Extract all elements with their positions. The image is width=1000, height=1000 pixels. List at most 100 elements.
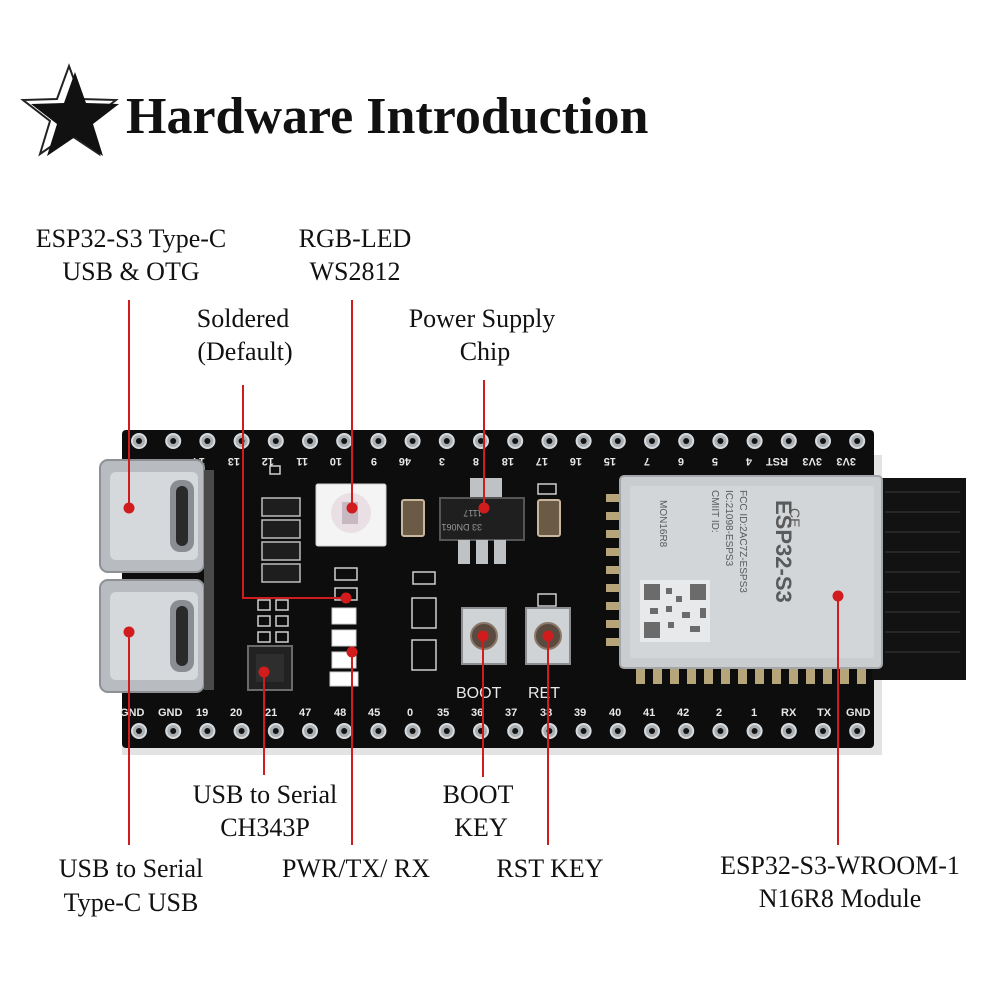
pin-hole-center [854, 728, 861, 734]
callout-pwr-tx-rx: PWR/TX/ RX [282, 854, 430, 883]
pin-label: 10 [330, 455, 342, 467]
pin-hole-center [272, 438, 279, 444]
esp32-s3-module: ESP32-S3 FCC ID:2AC7Z-ESPS3 IC:21098-ESP… [619, 475, 883, 669]
rgb-led-ws2812 [315, 483, 387, 547]
star-icon [20, 63, 119, 157]
pin-label: 20 [230, 707, 242, 719]
pin-hole-center [683, 438, 690, 444]
callout-esp-typec: ESP32-S3 Type-C USB & OTG [36, 224, 227, 286]
pin-label: 41 [643, 707, 655, 719]
bottom-pin-labels: GND GND 19 20 21 47 48 45 0 35 36 37 38 … [120, 707, 871, 719]
pin-hole-center [478, 438, 484, 444]
qr-code [640, 580, 710, 642]
pin-hole-center [341, 728, 348, 734]
pin-label: 46 [399, 455, 411, 467]
callout-label: USB to Serial [59, 854, 203, 883]
module-pad [606, 548, 622, 556]
ldo-marking: 1117 [463, 508, 482, 518]
module-model: MON16R8 [657, 500, 668, 548]
pin-hole-center [580, 438, 587, 444]
module-pad [823, 664, 832, 684]
pin-label: RST [766, 455, 788, 467]
callout-label: WS2812 [310, 257, 401, 286]
pin-label: 40 [609, 707, 621, 719]
module-pad [721, 664, 730, 684]
pin-label: 38 [540, 707, 552, 719]
callout-label: ESP32-S3-WROOM-1 [720, 851, 960, 880]
top-pin-labels: 14 13 12 11 10 9 46 3 8 18 17 16 15 7 6 … [192, 455, 856, 467]
pin-hole-center [785, 438, 792, 444]
pin-hole-center [683, 728, 690, 734]
module-pad [653, 664, 662, 684]
pin-hole-center [409, 728, 416, 734]
pin-label: RX [781, 707, 797, 719]
callout-soldered: Soldered (Default) [197, 304, 293, 366]
pin-label: 3 [439, 455, 445, 467]
callout-label: BOOT [443, 780, 514, 809]
pin-label: 37 [505, 707, 517, 719]
callout-dots [123, 502, 844, 678]
module-pad [789, 664, 798, 684]
pin-label: 42 [677, 707, 689, 719]
pin-label: 11 [296, 455, 308, 467]
usb-c-port-otg [99, 459, 205, 573]
diode-array [261, 497, 301, 583]
callout-label: PWR/TX/ RX [282, 854, 430, 883]
module-pad [606, 602, 622, 610]
ce-mark: CE [787, 508, 803, 527]
callout-label: ESP32-S3 Type-C [36, 224, 227, 253]
callout-lines [128, 300, 839, 845]
pin-hole-center [649, 438, 655, 444]
pin-label: 17 [536, 455, 548, 467]
pin-hole-center [649, 728, 655, 734]
pin-hole-center [751, 438, 758, 444]
pin-hole-center [341, 438, 348, 444]
pin-hole-center [375, 728, 382, 734]
pin-hole-center [409, 438, 416, 444]
page-title: Hardware Introduction [126, 88, 649, 145]
callout-line-soldered [242, 385, 346, 599]
pin-label: 13 [228, 455, 240, 467]
pin-hole-center [512, 728, 519, 734]
pin-hole-center [443, 438, 450, 444]
pin-hole-center [820, 728, 826, 734]
pin-label: TX [817, 707, 832, 719]
module-cmiit: CMIIT ID: [709, 490, 720, 533]
pin-hole-center [238, 728, 245, 734]
pin-label: 3V3 [836, 455, 856, 467]
dev-board: 14 13 12 11 10 9 46 3 8 18 17 16 15 7 6 … [99, 430, 966, 755]
pin-label: 8 [473, 455, 479, 467]
pin-label: 48 [334, 707, 346, 719]
pin-label: 0 [407, 707, 413, 719]
antenna-area [872, 478, 966, 680]
module-pad [840, 664, 849, 684]
callout-usb-serial-chip: USB to Serial CH343P [193, 780, 337, 842]
module-pad [687, 664, 696, 684]
module-fcc: FCC ID:2AC7Z-ESPS3 [737, 490, 748, 593]
callout-boot-key: BOOT KEY [443, 780, 514, 842]
pin-label: 35 [437, 707, 449, 719]
rst-button-label: RET [528, 685, 560, 702]
pin-hole-center [136, 728, 142, 734]
callout-label: (Default) [197, 337, 292, 366]
pin-hole-center [512, 438, 519, 444]
pin-label: 21 [265, 707, 277, 719]
pin-hole-center [546, 438, 553, 444]
module-pad [606, 584, 622, 592]
callout-label: Soldered [197, 304, 289, 333]
callout-label: Power Supply [409, 304, 556, 333]
pin-label: 12 [262, 455, 274, 467]
module-pad [670, 664, 679, 684]
pin-hole-center [717, 728, 724, 734]
pin-label: 16 [570, 455, 582, 467]
callout-label: Type-C USB [64, 888, 199, 917]
pin-label: 1 [751, 707, 757, 719]
pin-hole-center [170, 438, 177, 444]
callout-label: RST KEY [496, 854, 603, 883]
pin-hole-center [136, 438, 142, 444]
pin-hole-center [204, 728, 211, 734]
callout-rst-key: RST KEY [496, 854, 603, 883]
module-pad [606, 638, 622, 646]
